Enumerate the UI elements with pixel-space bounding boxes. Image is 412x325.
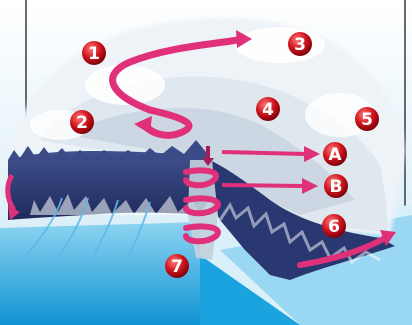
pointer-arrow-b	[222, 185, 304, 186]
marker-a: A	[323, 142, 347, 166]
marker-b-label: B	[330, 177, 343, 197]
marker-1: 1	[82, 41, 106, 65]
marker-1-label: 1	[88, 44, 100, 64]
marker-2: 2	[70, 110, 94, 134]
marker-7: 7	[165, 254, 189, 278]
marker-b: B	[324, 174, 348, 198]
marker-5: 5	[355, 107, 379, 131]
marker-4: 4	[256, 97, 280, 121]
marker-4-label: 4	[262, 100, 274, 120]
marker-7-label: 7	[171, 257, 183, 277]
marker-2-label: 2	[76, 113, 88, 133]
marker-3-label: 3	[294, 35, 306, 55]
marker-a-label: A	[328, 145, 342, 165]
marker-5-label: 5	[361, 110, 373, 130]
pointer-arrow-a	[222, 152, 306, 154]
marker-6-label: 6	[328, 217, 340, 237]
marker-3: 3	[288, 32, 312, 56]
marker-6: 6	[322, 214, 346, 238]
